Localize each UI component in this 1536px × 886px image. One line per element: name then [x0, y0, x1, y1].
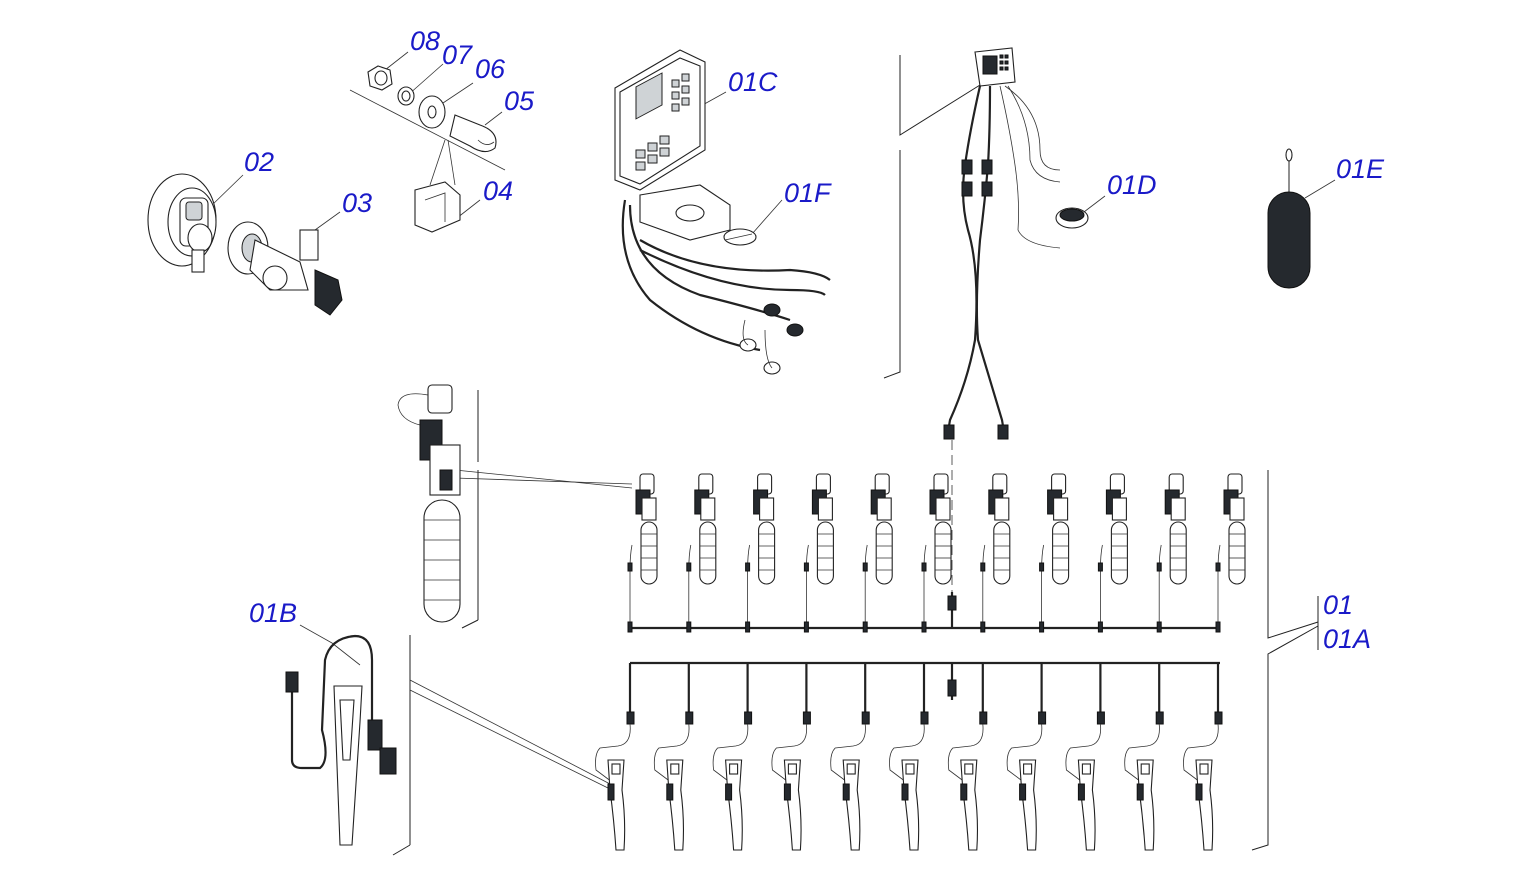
seed-tube-01B — [285, 634, 397, 846]
sensor — [1039, 473, 1070, 633]
cable-tie-01F — [723, 228, 757, 246]
sensor — [1097, 473, 1128, 633]
label-01D: 01D — [1107, 170, 1157, 200]
label-08: 08 — [410, 26, 441, 56]
leader-lines — [209, 51, 1336, 791]
sensor — [980, 473, 1011, 633]
washer-06 — [418, 95, 446, 129]
seed-tube — [771, 663, 811, 851]
label-06: 06 — [475, 54, 506, 84]
seed-tube — [712, 663, 753, 851]
label-01: 01 — [1323, 590, 1354, 620]
sensor — [686, 473, 717, 633]
sensor-row — [627, 473, 1246, 633]
seed-tube — [1124, 663, 1164, 851]
sensor — [921, 473, 952, 633]
seed-tube — [889, 663, 929, 851]
seed-tube — [1006, 663, 1047, 851]
sensor — [1215, 473, 1246, 633]
label-01B: 01B — [249, 598, 298, 628]
label-01F: 01F — [784, 178, 831, 208]
label-01A: 01A — [1323, 624, 1372, 654]
sensor — [862, 473, 893, 633]
suction-mount-02 — [147, 173, 217, 273]
label-02: 02 — [244, 147, 275, 177]
bolt-05 — [449, 114, 497, 153]
seed-tube — [595, 663, 635, 851]
label-04: 04 — [483, 176, 514, 206]
label-03: 03 — [342, 188, 373, 218]
display-01C — [614, 49, 831, 375]
seed-tube — [1183, 663, 1223, 851]
brush-01E — [1267, 148, 1311, 289]
label-07: 07 — [442, 40, 473, 70]
seed-tube — [947, 663, 988, 851]
label-01C: 01C — [728, 67, 778, 97]
sensor — [627, 473, 658, 633]
label-01E: 01E — [1336, 154, 1385, 184]
nut-08 — [367, 65, 393, 91]
label-05: 05 — [504, 86, 535, 116]
controller-module — [943, 47, 1089, 592]
seed-tube — [653, 663, 694, 851]
washer-07 — [397, 86, 415, 106]
seed-tube — [830, 663, 870, 851]
sensor — [1156, 473, 1187, 633]
sensor — [803, 473, 834, 633]
sensor — [745, 473, 776, 633]
sensor-detail — [397, 384, 461, 623]
frame-lines — [392, 55, 1319, 856]
ram-arm-03 — [227, 221, 343, 316]
seed-tube-row — [595, 663, 1223, 851]
seed-tube — [1065, 663, 1105, 851]
bracket-04 — [414, 181, 461, 233]
